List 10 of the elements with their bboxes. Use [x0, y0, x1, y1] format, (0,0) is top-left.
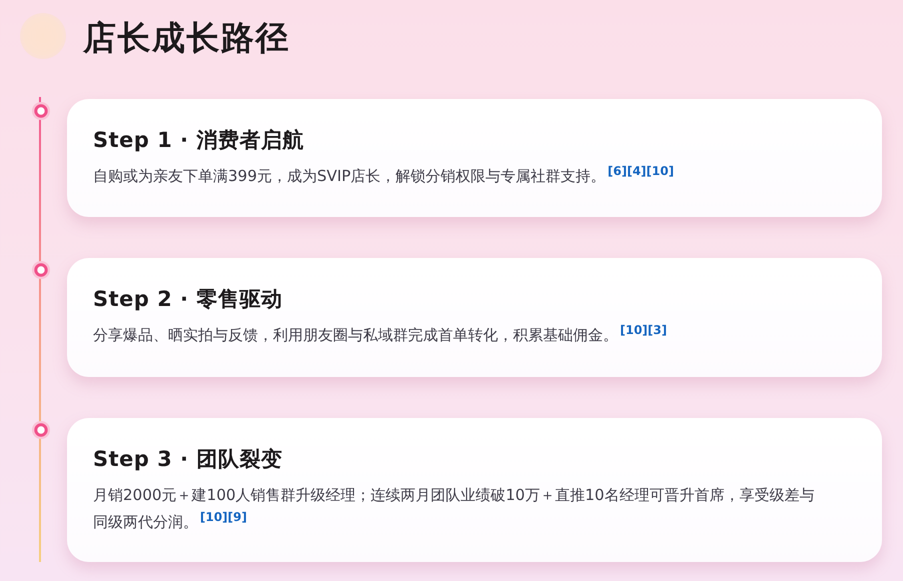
step-card [67, 258, 882, 377]
step-card [67, 99, 882, 217]
step-description: 自购或为亲友下单满399元，成为SVIP店长，解锁分销权限与专属社群支持。$^{[6][4][10]}$ [93, 163, 675, 187]
title: 店长成长路径 [83, 17, 290, 59]
step-heading: Step 3 · 团队裂变 [93, 446, 282, 472]
step-description: 月销2000元＋建100人销售群升级经理；连续两月团队业绩破10万＋直推10名经理可晋升首席，享受级差与同级两代分润。$^{[10][9]}$ [93, 485, 816, 533]
step-card [67, 418, 882, 562]
step-heading: Step 1 · 消费者启航 [93, 127, 304, 153]
step-description: 分享爆品、晒实拍与反馈，利用朋友圈与私域群完成首单转化，积累基础佣金。$^{[10][3]}$ [93, 322, 668, 346]
step-heading: Step 2 · 零售驱动 [93, 286, 282, 312]
